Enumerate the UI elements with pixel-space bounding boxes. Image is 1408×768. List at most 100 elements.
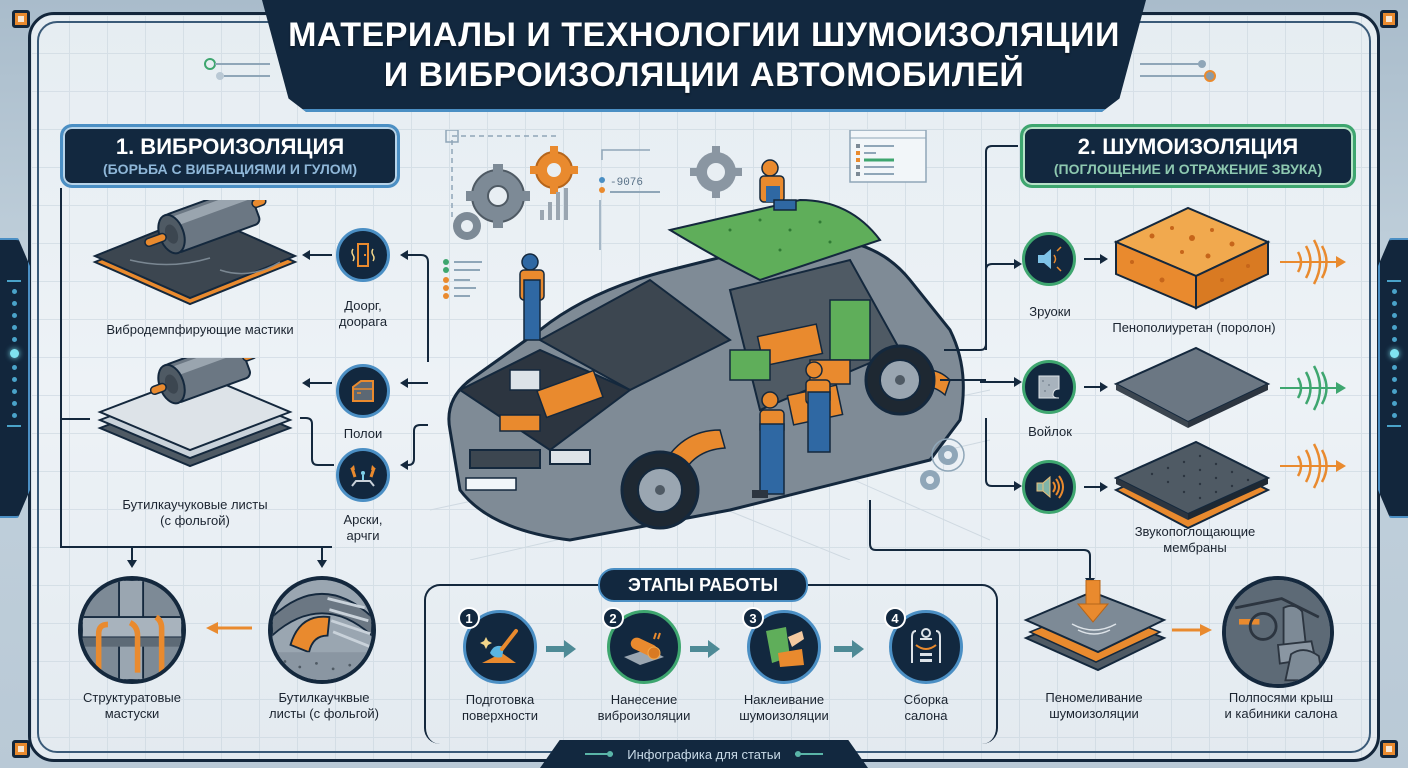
title-line-1: МАТЕРИАЛЫ И ТЕХНОЛОГИИ ШУМОИЗОЛЯЦИИ <box>288 15 1120 54</box>
icon-label: Войлок <box>1028 424 1072 439</box>
worker-hood <box>519 253 545 341</box>
connector-line <box>60 188 62 548</box>
roll-material-icon: 2 <box>602 607 681 684</box>
arrow-right-icon <box>1084 382 1108 392</box>
step-caption-line1: Наклеивание <box>743 692 825 707</box>
sound-wave-orange-icon <box>1280 443 1346 489</box>
detail-label-line2: шумоизоляции <box>1049 706 1139 721</box>
zone-label: Арски, арчги <box>318 512 408 544</box>
detail-label-line2: мастуски <box>104 706 160 721</box>
decorative-line-icon <box>794 751 823 757</box>
stage-step-4: 4 Сборка салона <box>866 607 986 724</box>
car-illustration: -9076 <box>430 130 990 560</box>
material-label-line1: Звукопоглощающие <box>1134 524 1256 539</box>
noise-title: 2. ШУМОИЗОЛЯЦИЯ <box>1077 134 1299 159</box>
footer-caption: Инфографика для статьи <box>540 740 868 768</box>
corner-square-icon <box>12 740 30 758</box>
detail-label-line1: Пеномеливание <box>1045 690 1143 705</box>
connector-node-icon <box>1140 60 1216 82</box>
zone-label: Доорг, доорага <box>318 298 408 330</box>
step-caption: Нанесение виброизоляции <box>584 692 704 724</box>
step-caption-line2: поверхности <box>462 708 538 723</box>
car-interior-seats <box>1222 576 1334 688</box>
noise-subtitle: (ПОГЛОЩЕНИЕ И ОТРАЖЕНИЕ ЗВУКА) <box>1053 161 1323 177</box>
step-number: 4 <box>884 607 906 629</box>
step-caption: Сборка салона <box>866 692 986 724</box>
worker-door-2 <box>752 391 785 498</box>
material-label-line1: Бутилкаучуковые листы <box>122 497 268 512</box>
title-line-2: И ВИБРОИЗОЛЯЦИИ АВТОМОБИЛЕЙ <box>383 55 1025 94</box>
step-arrow-icon <box>546 640 576 658</box>
door-vibration-icon <box>336 228 390 282</box>
step-caption-line1: Подготовка <box>465 692 535 707</box>
stage-step-1: 1 Подготовка поверхности <box>440 607 560 724</box>
noise-section-header: 2. ШУМОИЗОЛЯЦИЯ (ПОГЛОЩЕНИЕ И ОТРАЖЕНИЕ … <box>1020 124 1356 188</box>
material-label-line2: мембраны <box>1163 540 1227 555</box>
zone-label-line1: Доорг, <box>344 298 382 313</box>
material-label: Вибродемпфирующие мастики <box>106 322 294 337</box>
arrow-right-icon <box>1084 254 1108 264</box>
step-number: 1 <box>458 607 480 629</box>
step-number: 2 <box>602 607 624 629</box>
detail-label-line1: Структуратовые <box>83 690 181 705</box>
zone-label-line1: Арски, <box>343 512 383 527</box>
connector-node-icon <box>204 58 270 80</box>
sound-wave-orange-icon <box>1280 239 1346 285</box>
zone-label-line2: доорага <box>338 314 388 329</box>
polyurethane-foam-illustration <box>1112 200 1272 312</box>
step-caption-line2: шумоизоляции <box>739 708 829 723</box>
worker-roof <box>759 159 797 211</box>
icon-label: Зруоки <box>1029 304 1071 319</box>
connector-line <box>60 546 332 548</box>
right-decorative-rail <box>1378 238 1408 518</box>
detail-label: Пеномеливание шумоизоляции <box>1014 690 1174 722</box>
detail-label-line2: листы (с фольгой) <box>269 706 379 721</box>
connector-arrows <box>940 145 1018 381</box>
detail-label: Структуратовые мастуски <box>52 690 212 722</box>
connector-arrows <box>869 500 1095 586</box>
step-arrow-icon <box>834 640 864 658</box>
damping-mastic-illustration <box>90 200 300 315</box>
step-caption-line1: Сборка <box>903 692 949 707</box>
gear-icon <box>466 164 530 228</box>
applying-sheet-icon: 3 <box>742 607 821 684</box>
speaker-loud-icon <box>1022 460 1076 514</box>
page-title: МАТЕРИАЛЫ И ТЕХНОЛОГИИ ШУМОИЗОЛЯЦИИ И ВИ… <box>262 0 1146 112</box>
detail-label-line2: и кабиники салона <box>1224 706 1338 721</box>
foam-press-illustration <box>1022 580 1168 680</box>
felt-icon <box>1022 360 1076 414</box>
material-label: Звукопоглощающие мембраны <box>1100 524 1290 556</box>
wheel-arch-detail <box>268 576 376 684</box>
footer-text: Инфографика для статьи <box>627 746 781 762</box>
butyl-foil-sheets-illustration <box>95 358 295 473</box>
detail-label-line1: Бутилкаучквые <box>278 690 370 705</box>
worker-door-1 <box>805 361 831 453</box>
detail-label: Бутилкаучквые листы (с фольгой) <box>244 690 404 722</box>
stages-title: ЭТАПЫ РАБОТЫ <box>598 568 808 602</box>
arrow-right-icon <box>1084 482 1108 492</box>
material-label-line2: (с фольгой) <box>160 513 230 528</box>
left-decorative-rail <box>0 238 30 518</box>
corner-square-icon <box>1380 10 1398 28</box>
step-caption: Наклеивание шумоизоляции <box>724 692 844 724</box>
car-door-icon <box>336 364 390 418</box>
material-label: Бутилкаучуковые листы (с фольгой) <box>80 497 310 529</box>
stage-step-2: 2 Нанесение виброизоляции <box>584 607 704 724</box>
connector-arrows <box>127 546 327 568</box>
corner-square-icon <box>12 10 30 28</box>
step-arrow-icon <box>690 640 720 658</box>
corner-square-icon <box>1380 740 1398 758</box>
wheel-arch-icon <box>336 448 390 502</box>
car-seat-assembly-icon: 4 <box>884 607 963 684</box>
detail-label-line1: Полпосями крыш <box>1228 690 1334 705</box>
zone-label: Полои <box>343 426 383 441</box>
code-text: -9076 <box>610 177 643 189</box>
sound-wave-green-icon <box>1280 365 1346 411</box>
sound-absorbing-membrane-illustration <box>1112 434 1272 534</box>
cleaning-brush-icon: 1 <box>458 607 537 684</box>
arrow-right-icon <box>1172 624 1212 636</box>
vibration-subtitle: (БОРЬБА С ВИБРАЦИЯМИ И ГУЛОМ) <box>102 161 358 177</box>
felt-sheet-illustration <box>1112 344 1272 430</box>
stage-step-3: 3 Наклеивание шумоизоляции <box>724 607 844 724</box>
step-caption-line2: виброизоляции <box>597 708 691 723</box>
